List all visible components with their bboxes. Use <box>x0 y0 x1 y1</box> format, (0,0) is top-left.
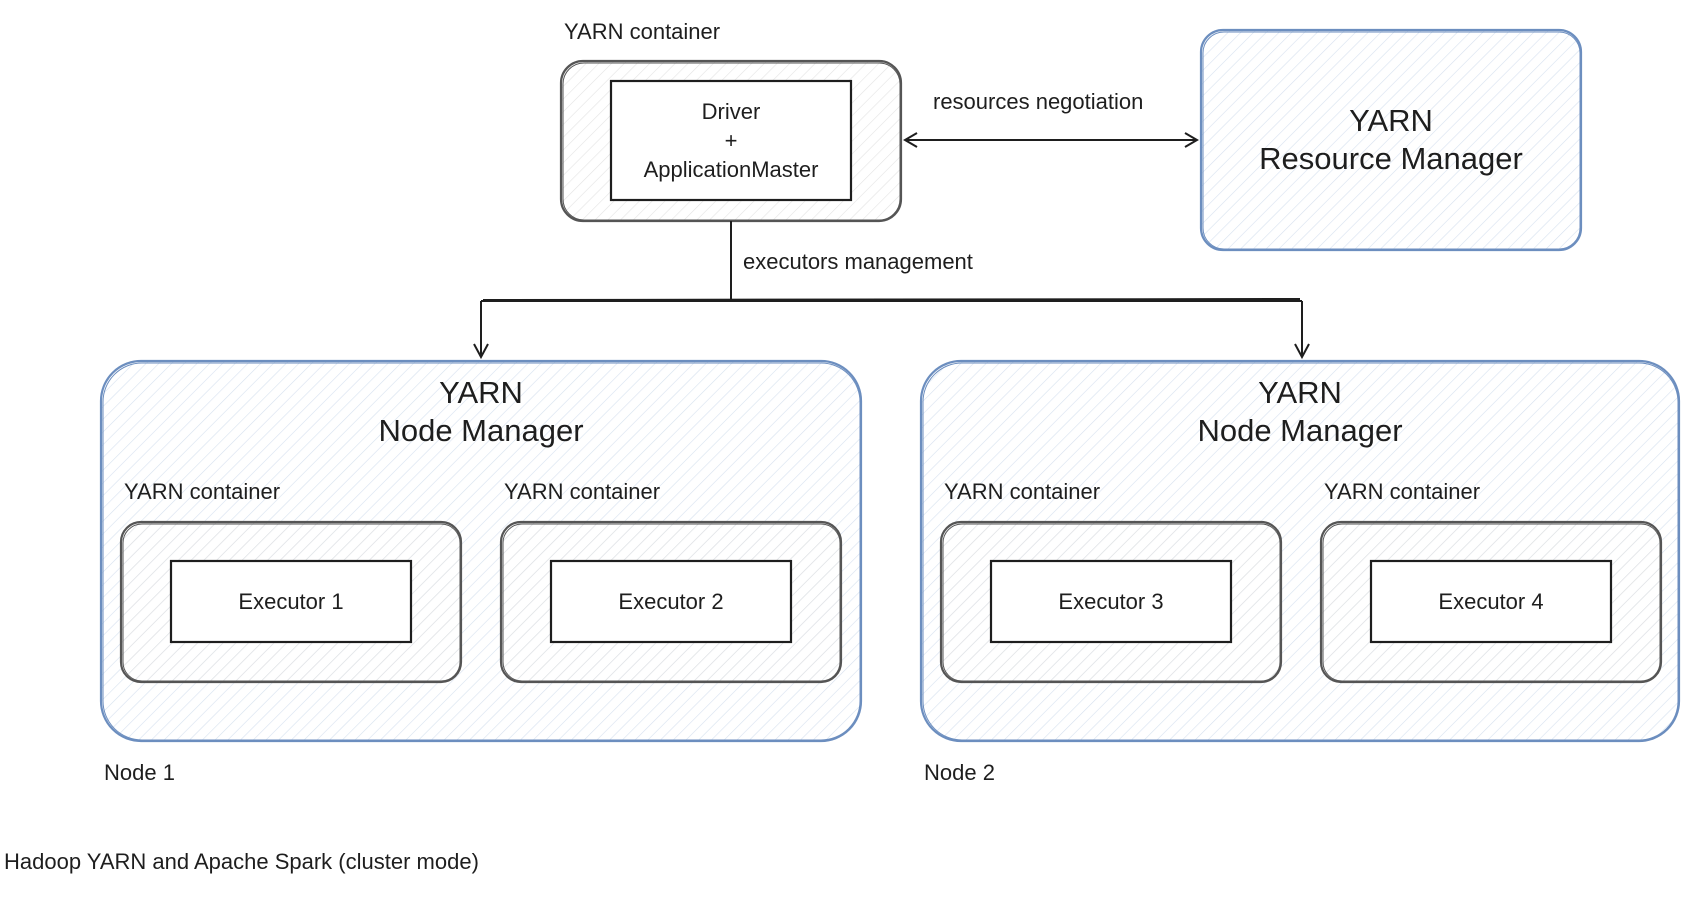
management-label: executors management <box>743 249 973 274</box>
negotiation-label: resources negotiation <box>933 89 1144 114</box>
resource-manager-box <box>1199 28 1583 252</box>
driver-container-label: YARN container <box>564 19 721 44</box>
figure-caption: Hadoop YARN and Apache Spark (cluster mo… <box>4 849 479 874</box>
application-master-line: ApplicationMaster <box>643 157 819 182</box>
node2-container-1-box <box>939 520 1283 684</box>
node1-title-line1: YARN <box>439 375 523 410</box>
node2-container-2-label: YARN container <box>1324 479 1481 504</box>
node1-caption: Node 1 <box>104 760 175 785</box>
executor-4: Executor 4 <box>1438 589 1544 614</box>
negotiation-arrow <box>903 132 1199 148</box>
driver-text: Driver + ApplicationMaster <box>611 81 851 200</box>
node1-container-1-label: YARN container <box>124 479 281 504</box>
node2-title-line1: YARN <box>1258 375 1342 410</box>
node1-container-2-label: YARN container <box>504 479 661 504</box>
executor-3: Executor 3 <box>1058 589 1164 614</box>
node-manager-1-title: YARN Node Manager <box>101 374 861 450</box>
plus-line: + <box>724 128 738 153</box>
node2-caption: Node 2 <box>924 760 995 785</box>
node-manager-2-title: YARN Node Manager <box>921 374 1679 450</box>
driver-line: Driver <box>701 99 761 124</box>
node2-container-2-box <box>1319 520 1663 684</box>
resource-manager-title: YARN Resource Manager <box>1201 102 1581 178</box>
node2-title-line2: Node Manager <box>1197 413 1403 448</box>
node1-container-1-box <box>119 520 463 684</box>
management-connector <box>473 221 1310 360</box>
driver-box <box>609 79 853 202</box>
node1-container-2-box <box>499 520 843 684</box>
resource-manager-line1: YARN <box>1349 103 1433 138</box>
node1-title-line2: Node Manager <box>378 413 584 448</box>
executor-2: Executor 2 <box>618 589 724 614</box>
executor-1: Executor 1 <box>238 589 344 614</box>
node2-container-1-label: YARN container <box>944 479 1101 504</box>
resource-manager-line2: Resource Manager <box>1259 141 1523 176</box>
